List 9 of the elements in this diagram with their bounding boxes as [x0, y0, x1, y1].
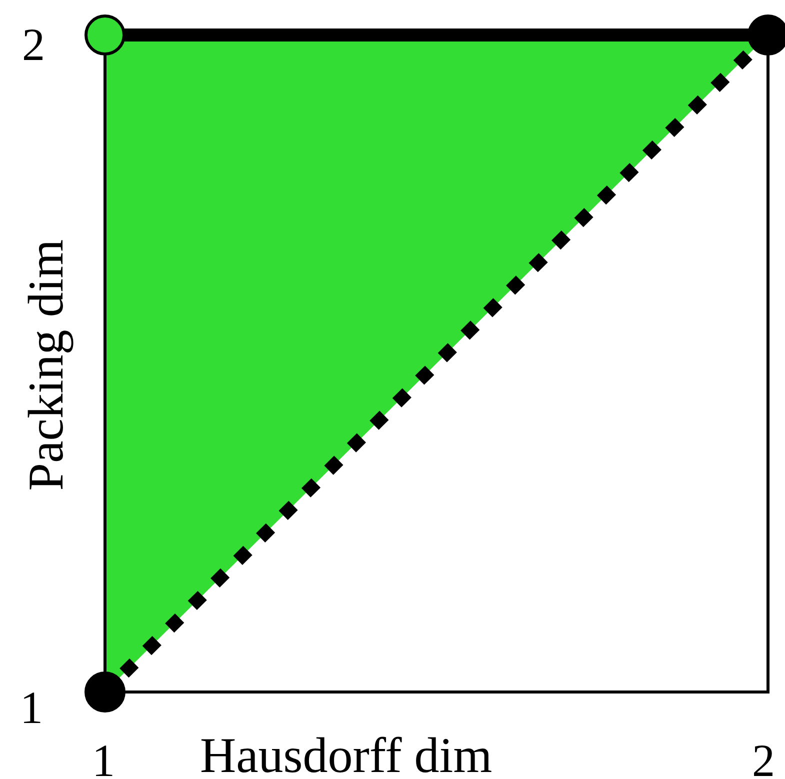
line: [124, 28, 749, 42]
filled-point: [84, 672, 126, 712]
tick-label: 2: [752, 738, 775, 779]
open-point: [84, 14, 126, 56]
tick-label: 1: [20, 685, 43, 731]
axis-title: Hausdorff dim: [200, 730, 492, 779]
tick-label: 1: [92, 738, 115, 779]
filled-point: [748, 14, 785, 56]
tick-label: 2: [22, 22, 45, 68]
